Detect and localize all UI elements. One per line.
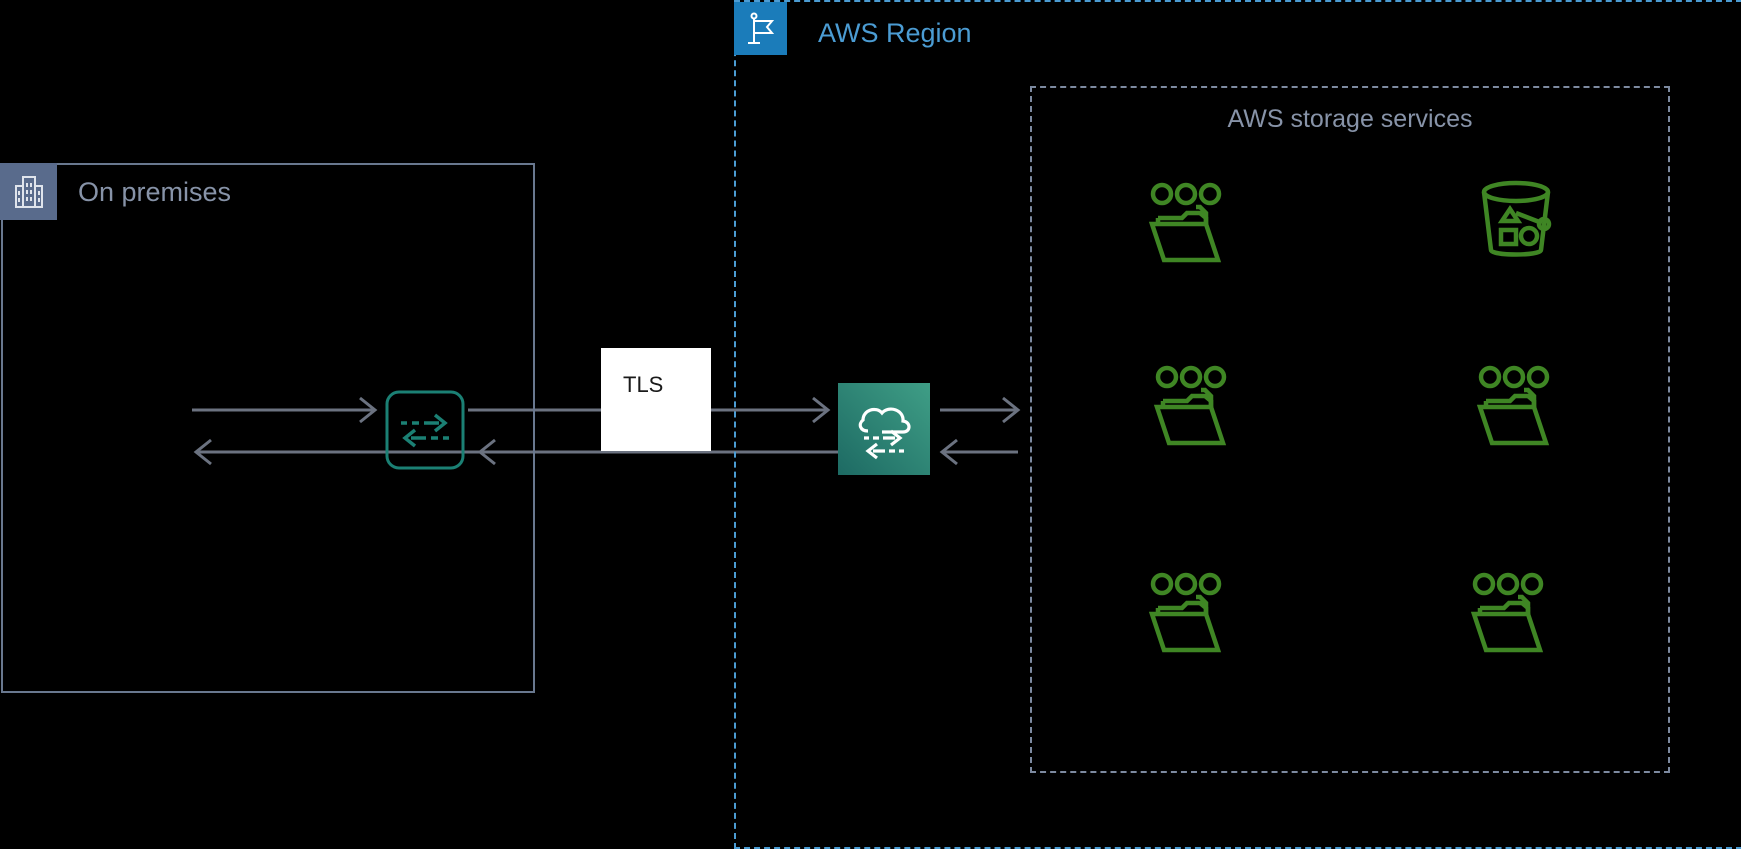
s3-bucket-icon (1470, 178, 1562, 262)
aws-region-group (734, 0, 1741, 849)
file-share-icon (1145, 363, 1237, 447)
aws-region-badge (734, 2, 787, 55)
tls-label-background (601, 348, 711, 451)
aws-region-label: AWS Region (818, 18, 972, 48)
file-share-icon (1140, 570, 1232, 654)
file-share-icon (1468, 363, 1560, 447)
on-premises-label: On premises (78, 177, 232, 207)
on-premises-gateway-icon (385, 390, 465, 470)
aws-storage-services-group (1030, 86, 1670, 773)
on-premises-group (1, 163, 535, 693)
building-icon (14, 175, 43, 208)
aws-storage-services-label: AWS storage services (1227, 105, 1473, 133)
tls-label: TLS (623, 372, 664, 397)
file-share-icon (1462, 570, 1554, 654)
aws-storage-gateway-icon (838, 383, 930, 475)
flag-icon (747, 12, 774, 44)
file-share-icon (1140, 180, 1232, 264)
on-premises-badge (0, 163, 57, 220)
